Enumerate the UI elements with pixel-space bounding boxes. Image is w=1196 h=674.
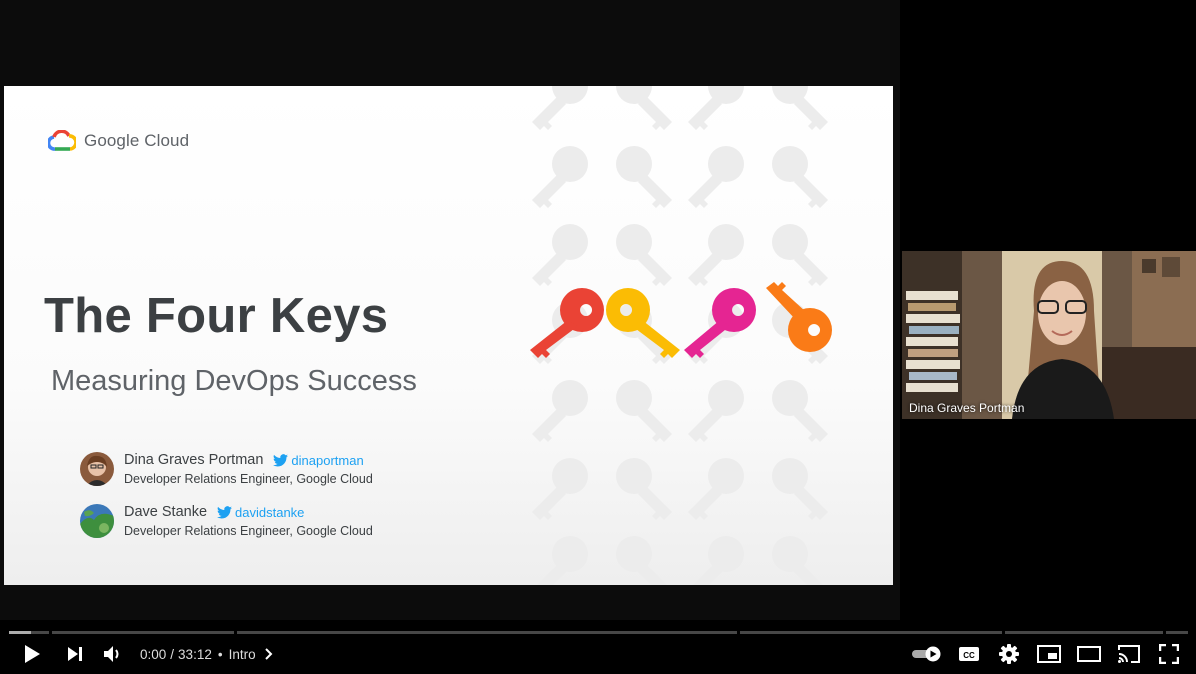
settings-button[interactable]	[992, 634, 1026, 674]
cast-icon	[1118, 645, 1140, 663]
captions-icon: CC	[959, 647, 979, 661]
next-button[interactable]	[58, 634, 92, 674]
faint-key-icon	[688, 380, 744, 442]
theater-mode-icon	[1077, 646, 1101, 662]
speaker-role: Developer Relations Engineer, Google Clo…	[124, 472, 373, 486]
twitter-handle-text: dinaportman	[291, 452, 364, 468]
faint-key-icon	[532, 458, 588, 520]
twitter-handle-text: davidstanke	[235, 504, 305, 520]
faint-key-icon	[688, 536, 744, 585]
faint-key-icon	[532, 536, 588, 585]
faint-key-icon	[772, 224, 828, 286]
faint-key-icon	[616, 86, 672, 130]
logo-text: Google Cloud	[84, 131, 190, 150]
webcam-video	[902, 251, 1196, 419]
play-button[interactable]	[14, 634, 50, 674]
chapter-segment[interactable]	[1005, 631, 1163, 634]
chevron-right-icon	[264, 648, 273, 660]
chapter-segment[interactable]	[52, 631, 234, 634]
autoplay-toggle[interactable]	[906, 634, 946, 674]
speaker-name: Dave Stanke	[124, 504, 208, 520]
faint-key-icon	[772, 458, 828, 520]
faint-key-icon	[772, 380, 828, 442]
twitter-icon	[217, 505, 233, 518]
faint-key-icon	[688, 224, 744, 286]
twitter-icon	[273, 453, 289, 466]
speaker-name: Dina Graves Portman	[124, 452, 264, 468]
twitter-handle: dinaportman	[273, 452, 364, 468]
avatar	[80, 452, 114, 486]
total-time: 33:12	[178, 646, 212, 662]
fullscreen-icon	[1159, 644, 1179, 664]
chapter-segment[interactable]	[237, 631, 737, 634]
speaker-1: Dina Graves Portman dinaportman Develope…	[80, 452, 373, 486]
progress-played	[9, 631, 31, 634]
faint-key-icon	[772, 86, 828, 130]
fullscreen-button[interactable]	[1152, 634, 1186, 674]
faint-key-icon	[616, 458, 672, 520]
chapter-segment[interactable]	[740, 631, 1002, 634]
chapter-segment[interactable]	[1166, 631, 1188, 634]
faint-key-icon	[772, 146, 828, 208]
twitter-handle: davidstanke	[217, 505, 304, 520]
google-cloud-logo: Google Cloud	[48, 130, 189, 152]
faint-key-icon	[532, 380, 588, 442]
faint-key-icon	[616, 536, 672, 585]
theater-mode-button[interactable]	[1072, 634, 1106, 674]
faint-key-icon	[616, 380, 672, 442]
speaker-role: Developer Relations Engineer, Google Clo…	[124, 524, 373, 538]
faint-key-icon	[532, 86, 588, 130]
avatar	[80, 504, 114, 538]
slide-title: The Four Keys	[44, 289, 389, 343]
yellow-key-icon	[606, 288, 680, 358]
faint-key-icon	[772, 536, 828, 585]
mute-button[interactable]	[96, 634, 130, 674]
volume-icon	[104, 646, 119, 662]
current-time: 0:00	[140, 646, 167, 662]
faint-key-icon	[688, 458, 744, 520]
next-icon	[68, 647, 82, 661]
webcam-name-label: Dina Graves Portman	[909, 401, 1025, 415]
miniplayer-icon	[1037, 645, 1061, 663]
slide-subtitle: Measuring DevOps Success	[51, 365, 417, 397]
orange-key-icon	[766, 282, 832, 352]
time-separator: /	[170, 646, 175, 662]
captions-button[interactable]: CC	[952, 634, 986, 674]
miniplayer-button[interactable]	[1032, 634, 1066, 674]
presentation-slide: Google Cloud The Four Keys Measuring Dev…	[4, 86, 893, 585]
chapter-button[interactable]: Intro	[229, 647, 276, 662]
settings-icon	[999, 644, 1019, 664]
speaker-2: Dave Stanke davidstanke Developer Relati…	[80, 504, 373, 538]
faint-key-icon	[616, 146, 672, 208]
red-key-icon	[530, 288, 604, 358]
webcam-overlay: Dina Graves Portman	[902, 251, 1196, 419]
player-controls: 0:00 / 33:12 • Intro CC	[0, 634, 1196, 674]
faint-key-icon	[532, 146, 588, 208]
cloud-logo-icon	[48, 130, 76, 151]
chapter-title: Intro	[228, 646, 256, 662]
faint-key-icon	[532, 224, 588, 286]
chapter-separator: •	[217, 646, 223, 662]
faint-key-icon	[688, 86, 744, 130]
play-icon	[25, 645, 40, 663]
four-keys-graphic	[530, 282, 832, 358]
pink-key-icon	[684, 288, 756, 358]
autoplay-toggle-icon	[912, 646, 941, 662]
progress-bar[interactable]	[9, 631, 1188, 634]
cast-button[interactable]	[1112, 634, 1146, 674]
faint-key-icon	[616, 224, 672, 286]
time-display: 0:00 / 33:12 • Intro	[140, 634, 276, 674]
svg-text:CC: CC	[963, 651, 975, 660]
faint-key-icon	[688, 146, 744, 208]
